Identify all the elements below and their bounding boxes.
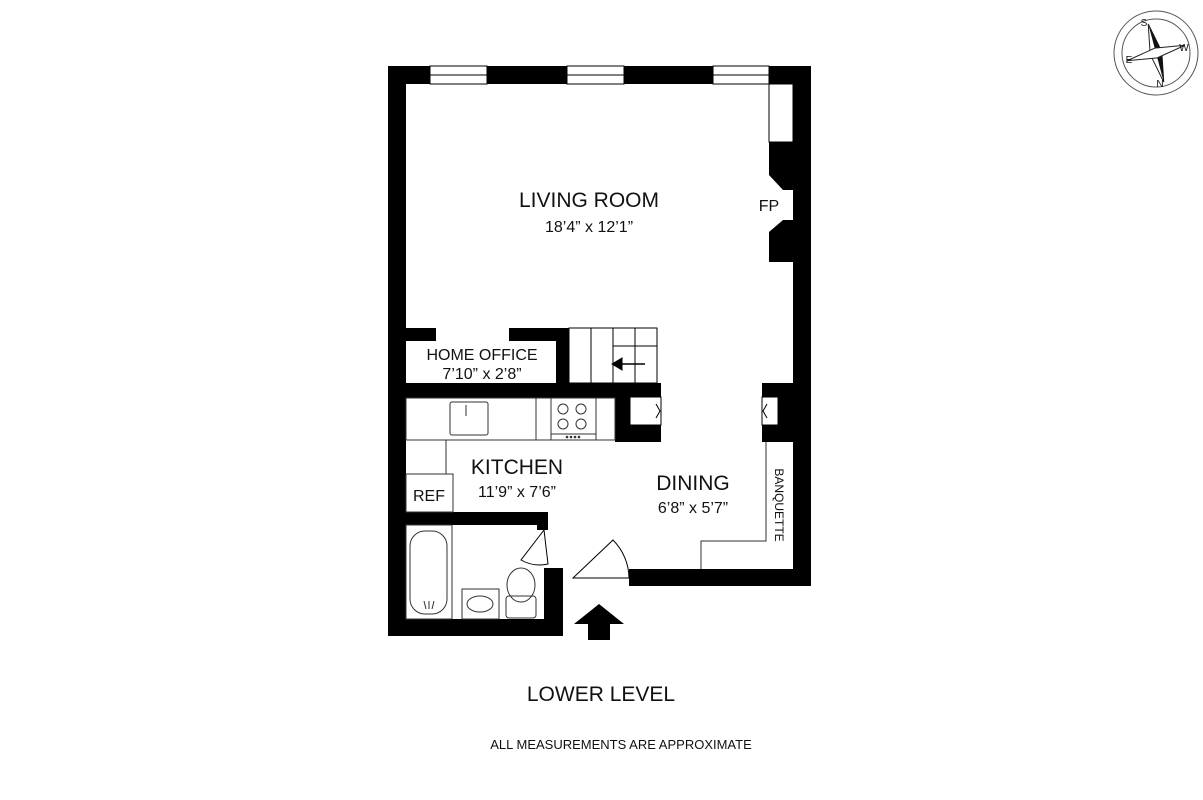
burner-2	[575, 403, 587, 415]
refrigerator-label: REF	[413, 488, 445, 505]
bath-door-swing	[520, 528, 549, 566]
burner-3	[557, 418, 569, 430]
doors	[520, 528, 630, 579]
toilet-tank	[505, 595, 537, 619]
stove-icon	[550, 397, 597, 441]
bottom-wall-right	[629, 569, 811, 586]
burner-4	[575, 418, 587, 430]
entry-door-swing	[571, 539, 630, 579]
compass-west: W	[1179, 43, 1189, 54]
exterior-walls	[388, 66, 811, 636]
fireplace-surround-bottom	[769, 220, 793, 262]
kitchen-dimensions: 11’9” x 7’6”	[478, 484, 556, 501]
stairs	[568, 327, 658, 384]
kitchen-fixtures	[405, 397, 616, 513]
office-wall-bottom	[406, 383, 628, 398]
vanity-icon	[461, 588, 500, 620]
bathtub-drain	[423, 600, 435, 610]
office-wall-right	[556, 328, 569, 384]
bath-wall-right	[537, 512, 548, 530]
compass-east: E	[1126, 55, 1133, 66]
stair-arrow-icon	[611, 357, 623, 371]
top-wall-mid-2	[624, 66, 713, 84]
kitchen-counter	[405, 397, 616, 441]
level-title: LOWER LEVEL	[527, 683, 675, 706]
burner-1	[557, 403, 569, 415]
dining-name: DINING	[656, 472, 730, 495]
banquette-label: BANQUETTE	[772, 468, 786, 541]
basin-icon	[466, 595, 494, 613]
refrigerator-icon	[405, 473, 454, 513]
living-room-name: LIVING ROOM	[519, 189, 659, 212]
home-office-name: HOME OFFICE	[426, 347, 537, 364]
toilet-icon	[506, 567, 536, 603]
interior-walls	[406, 328, 793, 530]
left-column-inset	[629, 396, 662, 426]
fireplace-surround-top	[769, 142, 793, 190]
dining-dimensions: 6’8” x 5’7”	[658, 500, 728, 517]
banquette	[700, 442, 767, 569]
fireplace	[768, 83, 794, 262]
bathtub-basin	[409, 530, 448, 615]
bath-wall-top	[406, 512, 548, 525]
office-wall-top-right	[509, 328, 569, 341]
office-wall-top-left	[406, 328, 436, 341]
fireplace-shelf	[768, 83, 794, 143]
home-office-dimensions: 7’10” x 2’8”	[442, 366, 521, 383]
right-column-inset	[761, 396, 779, 426]
compass-icon: N S E W	[1113, 10, 1199, 96]
living-room-dimensions: 18’4” x 12’1”	[545, 219, 633, 236]
right-wall	[793, 66, 811, 586]
bathroom-fixtures	[405, 524, 537, 620]
entry-jamb	[544, 568, 563, 636]
banquette-outline	[700, 442, 767, 569]
windows	[429, 65, 770, 85]
measurements-note: ALL MEASUREMENTS ARE APPROXIMATE	[490, 737, 752, 752]
column-insets	[629, 396, 779, 426]
sink-icon	[449, 401, 489, 436]
top-wall-mid-1	[487, 66, 567, 84]
compass-north: N	[1156, 79, 1163, 90]
entry-arrow-icon	[574, 604, 624, 640]
bathtub-icon	[405, 524, 453, 620]
left-wall	[388, 66, 406, 636]
compass-south: S	[1141, 18, 1148, 29]
bottom-wall-left	[388, 619, 563, 636]
fireplace-label: FP	[759, 198, 779, 215]
kitchen-name: KITCHEN	[471, 456, 563, 479]
